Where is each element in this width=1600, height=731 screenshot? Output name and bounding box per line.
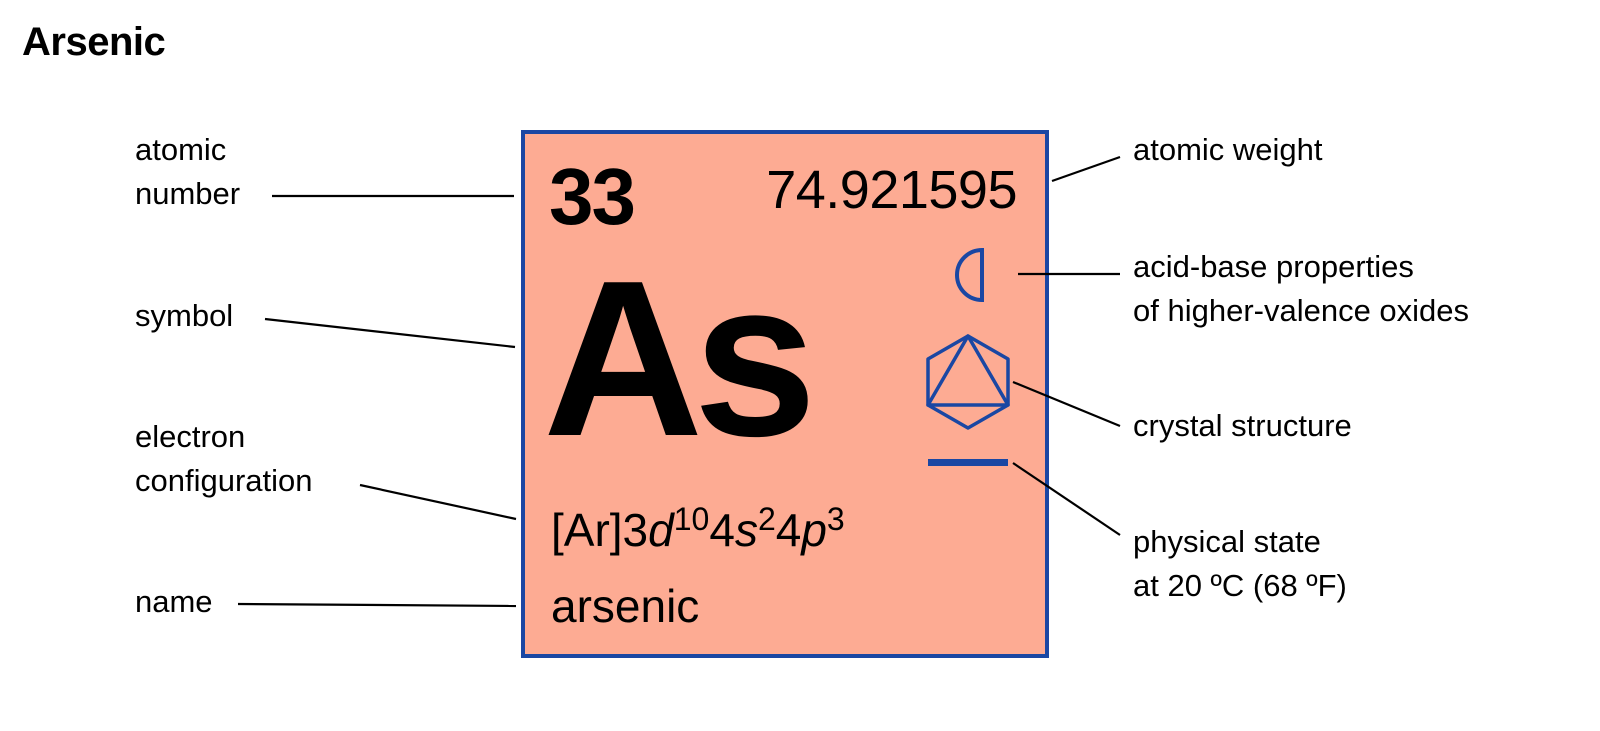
label-atomic-weight: atomic weight (1133, 132, 1323, 167)
inscribed-triangle-shape (926, 334, 1010, 407)
leader-line-name (237, 602, 517, 608)
config-n-p: 4 (775, 504, 802, 556)
config-orbital-d: d (648, 504, 674, 556)
leader-line-atomic-weight (1051, 155, 1121, 183)
label-acid-base-line1: acid-base properties (1133, 249, 1414, 284)
solid-bar-icon (928, 459, 1008, 466)
page-title: Arsenic (22, 20, 166, 64)
config-orbital-s: s (734, 504, 758, 556)
leader-line-electron-configuration (359, 483, 517, 521)
label-electron-configuration-line1: electron (135, 419, 246, 454)
atomic-weight: 74.921595 (766, 160, 1017, 220)
electron-configuration: [Ar]3d104s24p3 (551, 501, 845, 563)
label-atomic-number-line2: number (135, 176, 241, 211)
label-physical-state-line1: physical state (1133, 524, 1321, 559)
half-circle-amphoteric-icon (955, 247, 984, 303)
leader-line-physical-state (1012, 462, 1121, 536)
label-physical-state-line2: at 20 ºC (68 ºF) (1133, 568, 1347, 603)
label-atomic-number-line1: atomic (135, 132, 227, 167)
label-crystal-structure: crystal structure (1133, 408, 1352, 443)
label-electron-configuration: electron configuration (135, 415, 313, 503)
element-name: arsenic (551, 580, 700, 632)
label-atomic-number: atomic number (135, 128, 240, 216)
label-electron-configuration-line2: configuration (135, 463, 313, 498)
leader-line-symbol (264, 317, 516, 349)
config-n-s: 4 (709, 504, 735, 556)
config-exp-d: 10 (673, 501, 710, 537)
hexagon-triangle-rhombohedral-icon (926, 334, 1010, 430)
label-acid-base: acid-base properties of higher-valence o… (1133, 245, 1469, 333)
leader-line-crystal-structure (1012, 380, 1121, 428)
label-acid-base-line2: of higher-valence oxides (1133, 293, 1470, 328)
label-name: name (135, 584, 213, 619)
label-symbol: symbol (135, 298, 234, 333)
config-exp-s: 2 (757, 501, 776, 537)
element-symbol: As (543, 235, 817, 483)
hexagon-shape (926, 334, 1010, 430)
config-exp-p: 3 (826, 501, 845, 537)
leader-lines (237, 155, 1121, 608)
atomic-number: 33 (549, 152, 636, 241)
element-card: 33 74.921595 As [Ar]3d104s24p3 arsenic (521, 130, 1049, 658)
element-card-background (525, 134, 1045, 654)
config-core: [Ar]3 (551, 504, 649, 556)
label-physical-state: physical state at 20 ºC (68 ºF) (1133, 520, 1347, 608)
config-orbital-p: p (801, 504, 827, 556)
